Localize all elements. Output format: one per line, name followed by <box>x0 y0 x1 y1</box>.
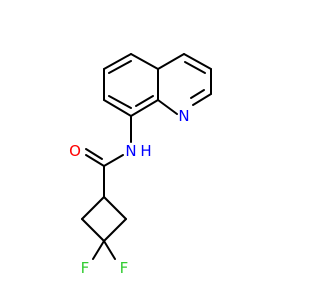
atom-label-fluorine-1: F <box>81 259 90 277</box>
bond <box>135 95 154 107</box>
atom-label-amide-hydrogen: H <box>140 142 151 160</box>
atom-label-amide-nitrogen: N <box>125 142 136 160</box>
bond <box>103 218 127 242</box>
structure-canvas: N N H O F F <box>69 53 212 277</box>
molecule-drawing: N N H O F F <box>69 53 212 277</box>
bond <box>130 53 159 70</box>
atom-label-ring-nitrogen: N <box>178 107 189 125</box>
atom-label-carbonyl-oxygen: O <box>69 142 81 160</box>
bond <box>184 61 206 74</box>
bond <box>108 95 132 109</box>
bond <box>103 53 132 70</box>
atom-label-fluorine-2: F <box>120 259 129 277</box>
bond <box>85 148 103 160</box>
bond <box>183 53 212 70</box>
bond <box>192 93 212 106</box>
bond <box>108 60 132 74</box>
bond <box>85 154 105 167</box>
bond <box>81 218 105 242</box>
bonds <box>81 53 212 260</box>
bond <box>130 99 159 117</box>
bond <box>157 99 178 115</box>
bond <box>92 240 105 260</box>
bond <box>157 53 185 70</box>
bond <box>190 89 205 99</box>
atom-labels: N N H O F F <box>69 107 190 277</box>
bond <box>103 240 116 260</box>
bond <box>81 196 105 220</box>
bond <box>103 154 124 167</box>
bond <box>103 196 127 220</box>
bond <box>103 99 132 117</box>
